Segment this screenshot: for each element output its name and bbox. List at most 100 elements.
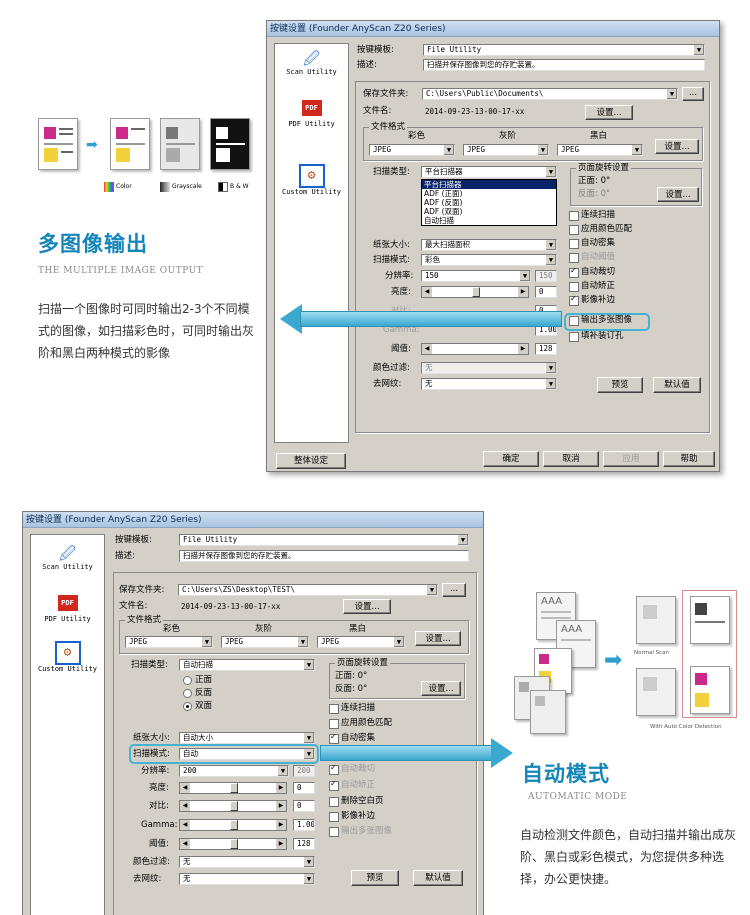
arrow-left-icon: [280, 304, 302, 334]
help-button[interactable]: 帮助: [663, 451, 715, 467]
preview-button[interactable]: 预览: [597, 377, 643, 393]
scan-type-option[interactable]: ADF (正面): [424, 189, 463, 198]
option-checkbox[interactable]: 自动矫正: [569, 281, 615, 292]
threshold-label: 阈值:: [149, 839, 169, 849]
tool-pdf-utility[interactable]: PDF PDF Utility: [31, 595, 104, 623]
option-checkbox[interactable]: 连续扫描: [329, 703, 375, 714]
color-filter-label: 颜色过滤:: [373, 363, 410, 373]
scan-type-option[interactable]: ADF (反面): [424, 198, 463, 207]
brightness-slider[interactable]: ◀▶: [179, 782, 287, 794]
scan-mode-dropdown[interactable]: 彩色▼: [421, 254, 557, 266]
threshold-value[interactable]: 128: [293, 838, 315, 850]
tool-custom-utility[interactable]: ⚙ Custom Utility: [31, 641, 104, 673]
brightness-slider[interactable]: ◀▶: [421, 286, 529, 298]
option-checkbox[interactable]: 删除空白页: [329, 796, 384, 807]
template-dropdown[interactable]: File Utility▼: [423, 44, 705, 56]
color-filter-dropdown[interactable]: 无▼: [179, 856, 315, 868]
contrast-value[interactable]: 0: [293, 800, 315, 812]
format-bw-dropdown[interactable]: JPEG▼: [557, 144, 643, 156]
format-bw-dropdown[interactable]: JPEG▼: [317, 636, 405, 648]
scan-type-option[interactable]: ADF (双面): [424, 207, 463, 216]
option-checkbox[interactable]: 输出多张图像: [329, 826, 392, 837]
multi-output-highlight: [564, 313, 650, 331]
scan-mode-dropdown[interactable]: 自动▼: [179, 748, 315, 760]
template-label: 按键模板:: [357, 45, 394, 55]
template-dropdown[interactable]: File Utility▼: [179, 534, 469, 546]
tool-pdf-utility[interactable]: PDF PDF Utility: [275, 100, 348, 128]
format-gray-dropdown[interactable]: JPEG▼: [463, 144, 549, 156]
rotation-group: 页面旋转设置: [570, 163, 702, 206]
resolution-dropdown[interactable]: 200▼: [179, 765, 289, 777]
custom-utility-icon: ⚙: [54, 641, 81, 665]
descreen-dropdown[interactable]: 无▼: [179, 873, 315, 885]
apply-button[interactable]: 应用: [603, 451, 659, 467]
option-checkbox[interactable]: 自动阈值: [569, 252, 615, 263]
description-field[interactable]: 扫描并保存图像到您的存贮装置。: [423, 59, 705, 71]
duplex-radio[interactable]: 正面: [183, 675, 212, 685]
auto-gray-result-image: [690, 596, 730, 644]
dialog-title-bar: 按键设置 (Founder AnyScan Z20 Series): [23, 512, 483, 528]
option-checkbox[interactable]: 影像补边: [569, 294, 615, 306]
cancel-button[interactable]: 取消: [543, 451, 599, 467]
option-checkbox[interactable]: 自动裁切: [329, 763, 375, 775]
option-checkbox[interactable]: 自动密集: [569, 238, 615, 249]
duplex-radio[interactable]: 反面: [183, 688, 212, 698]
save-folder-dropdown[interactable]: C:\Users\ZS\Desktop\TEST\▼: [178, 584, 438, 596]
preview-button[interactable]: 预览: [351, 870, 399, 886]
tool-scan-utility[interactable]: 🖉 Scan Utility: [42, 544, 93, 571]
scan-type-dropdown[interactable]: 平台扫描器▼: [421, 166, 557, 178]
format-color-dropdown[interactable]: JPEG▼: [125, 636, 213, 648]
threshold-slider[interactable]: ◀▶: [179, 838, 287, 850]
option-checkbox[interactable]: 应用颜色匹配: [569, 224, 632, 235]
resolution-dropdown[interactable]: 150▼: [421, 270, 531, 282]
option-checkbox[interactable]: 应用颜色匹配: [329, 718, 392, 729]
brightness-value[interactable]: 0: [535, 286, 557, 298]
rotation-group: 页面旋转设置: [329, 658, 465, 699]
format-color-dropdown[interactable]: JPEG▼: [369, 144, 455, 156]
brightness-value[interactable]: 0: [293, 782, 315, 794]
description-field[interactable]: 扫描并保存图像到您的存贮装置。: [179, 550, 469, 562]
gamma-value[interactable]: 1.00: [293, 819, 315, 831]
threshold-slider[interactable]: ◀▶: [421, 343, 529, 355]
contrast-slider[interactable]: ◀▶: [179, 800, 287, 812]
settings-group: [113, 572, 477, 915]
option-checkbox[interactable]: 自动密集: [329, 732, 375, 744]
scan-type-dropdown[interactable]: 自动扫描▼: [179, 659, 315, 671]
browse-button[interactable]: ...: [442, 583, 466, 597]
gamma-slider[interactable]: ◀▶: [179, 819, 287, 831]
file-format-setup-button[interactable]: 设置...: [415, 631, 461, 646]
descreen-dropdown[interactable]: 无▼: [421, 378, 557, 390]
custom-utility-icon: ⚙: [298, 164, 325, 188]
resolution-value: 150: [535, 270, 557, 282]
option-checkbox[interactable]: 自动矫正: [329, 779, 375, 791]
file-format-setup-button[interactable]: 设置...: [655, 139, 699, 154]
option-checkbox[interactable]: 输出多张图像: [569, 315, 632, 326]
rotation-setup-button[interactable]: 设置...: [421, 681, 461, 696]
file-name-setup-button[interactable]: 设置...: [585, 105, 633, 120]
scan-type-option[interactable]: 平台扫描器: [422, 180, 556, 189]
format-gray-dropdown[interactable]: JPEG▼: [221, 636, 309, 648]
global-settings-button[interactable]: 整体设定: [276, 453, 346, 469]
color-filter-dropdown[interactable]: 无▼: [421, 362, 557, 374]
tool-custom-utility[interactable]: ⚙ Custom Utility: [275, 164, 348, 196]
default-button[interactable]: 默认值: [413, 870, 463, 886]
rotation-setup-button[interactable]: 设置...: [657, 187, 699, 202]
brightness-label: 亮度:: [149, 783, 169, 793]
paper-size-dropdown[interactable]: 自动大小▼: [179, 732, 315, 744]
threshold-value[interactable]: 128: [535, 343, 557, 355]
duplex-radio[interactable]: 双面: [183, 701, 212, 711]
arrow-right-icon: [491, 738, 513, 768]
default-button[interactable]: 默认值: [653, 377, 701, 393]
tool-scan-utility[interactable]: 🖉 Scan Utility: [286, 49, 337, 76]
option-checkbox[interactable]: 自动裁切: [569, 266, 615, 278]
option-checkbox[interactable]: 影像补边: [329, 811, 375, 822]
option-checkbox[interactable]: 填补装订孔: [569, 331, 624, 342]
ok-button[interactable]: 确定: [483, 451, 539, 467]
scan-type-option[interactable]: 自动扫描: [424, 216, 454, 225]
save-folder-dropdown[interactable]: C:\Users\Public\Documents\▼: [422, 88, 678, 100]
browse-button[interactable]: ...: [682, 87, 704, 101]
file-name-setup-button[interactable]: 设置...: [343, 599, 391, 614]
scan-type-options-list[interactable]: 平台扫描器 ADF (正面) ADF (反面) ADF (双面) 自动扫描: [421, 179, 557, 226]
paper-size-dropdown[interactable]: 最大扫描面积▼: [421, 239, 557, 251]
option-checkbox[interactable]: 连续扫描: [569, 210, 615, 221]
